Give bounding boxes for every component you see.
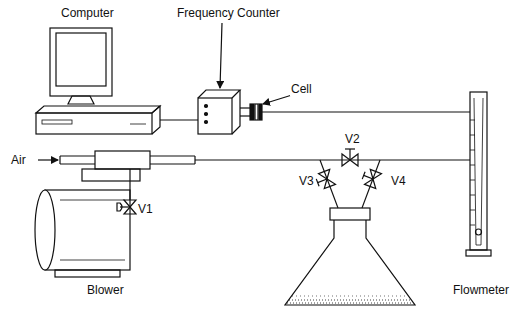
flowmeter-symbol (470, 120, 475, 121)
air-arrow (38, 159, 58, 160)
flowmeter-symbol (470, 165, 475, 166)
leader-arrow (220, 23, 222, 88)
computer-symbol (152, 106, 160, 134)
flowmeter-symbol (470, 180, 475, 181)
cell-symbol (259, 104, 262, 120)
frequency-counter-symbol (205, 113, 208, 116)
frequency-counter-symbol (205, 121, 208, 124)
air-pipe (60, 151, 470, 169)
flowmeter-symbol (470, 195, 475, 196)
flask-symbol (330, 208, 370, 220)
computer-symbol (130, 124, 146, 125)
valve-label: V2 (344, 132, 361, 146)
valve-symbol (364, 175, 373, 179)
computer-symbol (56, 33, 106, 86)
valve-symbol (117, 149, 381, 214)
flowmeter-symbol (476, 229, 482, 235)
cell-symbol (240, 115, 250, 116)
component-label: Blower (86, 283, 125, 297)
computer-symbol (36, 28, 160, 134)
flowmeter-symbol (466, 92, 491, 256)
blower-symbol (45, 190, 130, 270)
air-pipe (195, 159, 470, 160)
blower-symbol (55, 270, 120, 277)
flask-symbol (287, 303, 413, 304)
air-pipe (59, 156, 60, 164)
computer-symbol (36, 106, 160, 113)
signal-wire (160, 119, 198, 120)
valve-symbol (319, 169, 336, 188)
flask-symbol (285, 208, 415, 305)
component-label: Frequency Counter (176, 6, 281, 20)
blower-symbol (82, 169, 140, 181)
flask-symbol (285, 220, 415, 305)
flow-label: Air (10, 153, 27, 167)
valve-label: V4 (390, 174, 407, 188)
valve-symbol (362, 172, 365, 179)
valve-symbol (318, 179, 327, 183)
computer-symbol (68, 96, 94, 104)
blower-symbol (60, 200, 125, 201)
leader-arrow (263, 95, 292, 104)
valve-symbol (316, 179, 319, 186)
valve-label: V3 (298, 174, 315, 188)
valve-label: V1 (137, 202, 154, 216)
valve-symbol (361, 168, 382, 189)
frequency-counter-symbol (232, 90, 240, 134)
signal-wire (160, 119, 198, 120)
frequency-counter-symbol (198, 90, 240, 98)
flask-symbol (292, 296, 408, 297)
valve-symbol (315, 169, 336, 190)
valve-symbol (345, 148, 355, 149)
flask-symbol (289, 300, 411, 301)
flowmeter-symbol (474, 98, 483, 245)
frequency-counter-symbol (198, 98, 232, 134)
flowmeter-symbol (470, 92, 487, 250)
air-pipe (150, 163, 195, 164)
valve-symbol (129, 169, 130, 200)
leader-arrow (220, 23, 292, 104)
flowmeter-symbol (470, 225, 475, 226)
valve-symbol (117, 203, 122, 211)
flowmeter-symbol (466, 250, 491, 256)
air-pipe (150, 155, 195, 156)
blower-symbol (60, 260, 125, 261)
computer-symbol (42, 120, 72, 124)
cell-symbol (255, 104, 258, 120)
flowmeter-symbol (470, 135, 475, 136)
component-label: Flowmeter (452, 283, 510, 297)
valve-symbol (365, 169, 382, 188)
frequency-counter-symbol (198, 90, 240, 134)
blower-symbol (35, 190, 55, 270)
cell-symbol (240, 107, 250, 108)
computer-symbol (50, 28, 112, 96)
cell-symbol (240, 104, 470, 120)
air-arrow (38, 159, 58, 160)
cell-symbol (250, 104, 254, 120)
blower-symbol (35, 169, 140, 277)
component-label: Cell (290, 82, 313, 96)
frequency-counter-symbol (205, 105, 208, 108)
flowmeter-symbol (470, 150, 475, 151)
component-label: Computer (60, 6, 115, 20)
flowmeter-symbol (470, 210, 475, 211)
computer-symbol (36, 113, 152, 134)
air-pipe (60, 155, 95, 156)
valve-symbol (349, 149, 350, 160)
air-pipe (95, 151, 150, 169)
cell-symbol (262, 111, 470, 112)
air-pipe (60, 163, 95, 164)
